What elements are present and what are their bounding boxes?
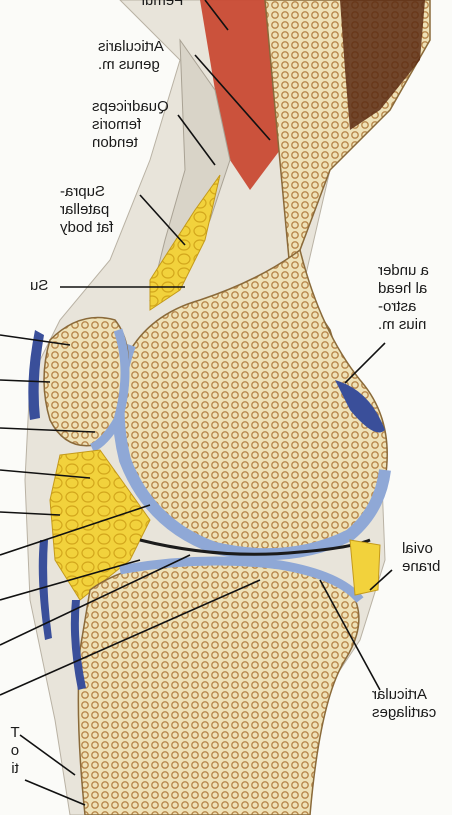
label-suprapatellar-fat-body: Supra- patellar fat body	[60, 183, 113, 237]
label-articularis-genus: Articularis genus m.	[98, 38, 164, 74]
label-femur: Femur	[140, 0, 183, 10]
label-synovial-membrane: ovial brane	[402, 540, 452, 576]
label-quadriceps-tendon: Quadriceps femoris tendon	[92, 98, 169, 152]
posterior-fat	[350, 540, 380, 595]
label-articular-cartilages: Articular cartilages	[372, 686, 452, 722]
label-left-letters: T o ti	[4, 724, 26, 778]
label-bursa-gastrocnemius: a under al head astro- nius m.	[378, 262, 452, 334]
label-su: Su	[30, 277, 48, 295]
